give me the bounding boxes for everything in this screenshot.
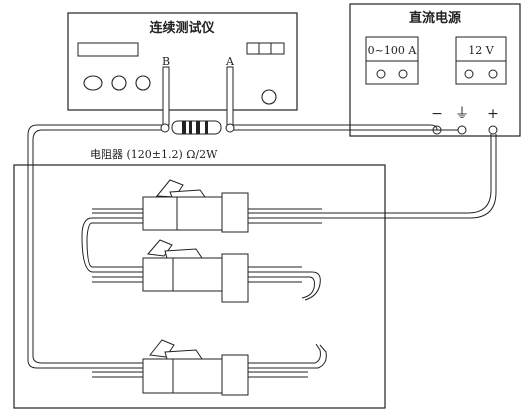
clamp-2-block-right	[221, 253, 249, 303]
clamp-2-lead	[301, 276, 315, 299]
terminal-a-label: A	[225, 55, 235, 68]
clamp-3-block-left	[142, 358, 174, 394]
wire-jumper-inner	[86, 222, 93, 268]
dc-power-supply: 直流电源 0~100 A 12 V − ⏚ +	[349, 3, 521, 137]
minus-terminal-label: −	[431, 106, 443, 122]
wire-b-outer	[27, 124, 163, 369]
clamp-3-block-right	[221, 354, 249, 396]
terminal-b-label: B	[162, 55, 170, 68]
clamp-3-block-mid	[172, 358, 223, 394]
resistor-assembly: 电阻器 (120±1.2) Ω/2W	[13, 148, 386, 409]
tester-knob-2[interactable]	[111, 75, 127, 91]
voltage-knob-2[interactable]	[488, 69, 498, 79]
clamp-3-jaw	[164, 349, 203, 360]
tester-casing	[67, 12, 298, 111]
clamp-1-block-left	[142, 196, 178, 231]
tester-knob-3[interactable]	[135, 75, 151, 91]
continuity-tester: 连续测试仪 B A	[67, 12, 298, 111]
clip-b[interactable]	[160, 123, 170, 133]
clamp-3	[92, 339, 327, 396]
power-title: 直流电源	[409, 10, 461, 26]
tester-display	[77, 42, 139, 57]
wire-jumper-outer	[81, 217, 93, 273]
wire-plus-outer	[322, 134, 492, 214]
probe-lead-b	[162, 66, 170, 126]
voltage-display: 12 V	[468, 44, 494, 57]
tester-power-knob[interactable]	[261, 89, 277, 105]
ground-terminal-label: ⏚	[455, 106, 469, 122]
wire-b-inner	[32, 129, 163, 364]
clamp-1-block-mid	[176, 196, 223, 231]
tester-title: 连续测试仪	[149, 20, 215, 36]
clamp-2-block-left	[142, 257, 174, 292]
resistor-label: 电阻器 (120±1.2) Ω/2W	[90, 148, 218, 161]
resistor-band	[205, 121, 208, 134]
probe-lead-a	[226, 66, 234, 126]
resistor-band	[182, 121, 186, 134]
wire-plus-inner	[322, 134, 497, 219]
clamp-1-block-right	[221, 192, 249, 233]
current-knob-2[interactable]	[398, 69, 408, 79]
clamp-3-lead	[308, 343, 321, 364]
clamp-2-block-mid	[172, 257, 223, 292]
clamp-3-lead	[308, 344, 327, 369]
clip-a[interactable]	[225, 123, 235, 133]
plus-terminal[interactable]	[488, 125, 498, 135]
clamp-2-lead	[302, 271, 321, 301]
resistor-band	[189, 121, 192, 134]
wire-to-minus	[233, 124, 438, 131]
wiring	[27, 124, 497, 369]
resistor-band	[196, 121, 200, 134]
voltage-knob-1[interactable]	[464, 69, 474, 79]
clamp-2	[92, 239, 321, 303]
clamp-1	[92, 179, 322, 233]
resistor	[160, 120, 235, 135]
plus-terminal-label: +	[487, 106, 499, 122]
ground-terminal[interactable]	[457, 125, 467, 135]
tester-indicator-panel	[246, 42, 285, 55]
clamp-2-jaw	[164, 248, 203, 259]
current-display: 0~100 A	[368, 44, 418, 57]
assembly-frame	[13, 164, 386, 409]
current-knob-1[interactable]	[376, 69, 386, 79]
tester-knob-1[interactable]	[83, 75, 103, 91]
